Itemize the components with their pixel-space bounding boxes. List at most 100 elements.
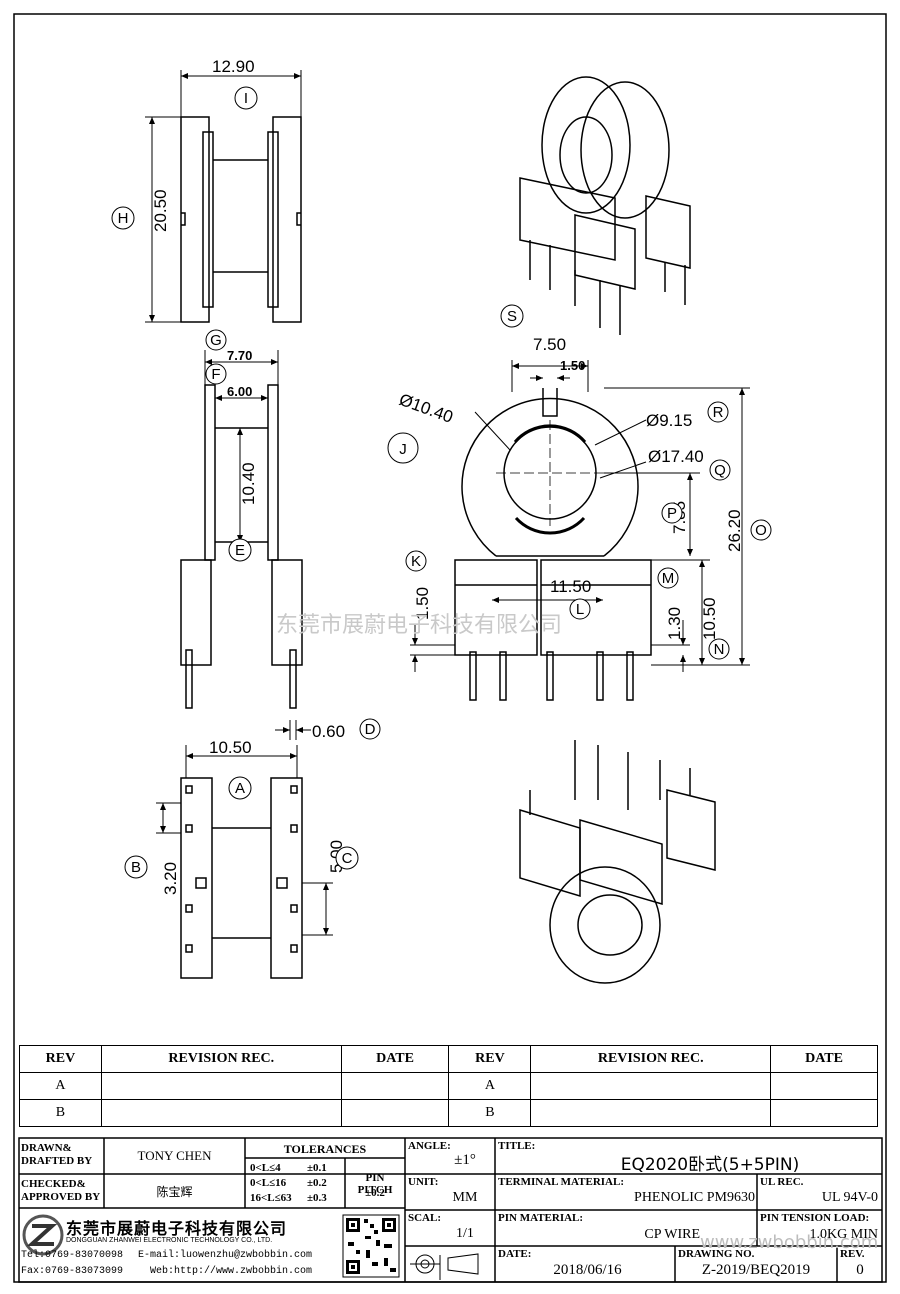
qr-code <box>342 1214 400 1278</box>
title-block-grid <box>18 1137 883 1283</box>
dim-side-d: 0.60 <box>312 722 345 741</box>
company-name-en: DONGGUAN ZHANWEI ELECTRONIC TECHNOLOGY C… <box>66 1237 273 1244</box>
callout-c: C <box>335 846 359 870</box>
drawn-label: DRAWN& DRAFTED BY <box>21 1142 93 1167</box>
dim-top-width: 12.90 <box>212 57 255 76</box>
bottom-view <box>156 745 333 979</box>
dim-side-f: 6.00 <box>227 384 252 399</box>
svg-text:B: B <box>131 859 141 876</box>
callout-f: F <box>205 363 227 385</box>
svg-text:Q: Q <box>714 462 726 479</box>
isometric-view-top <box>519 76 691 335</box>
svg-text:L: L <box>576 601 584 618</box>
dim-front-j: Ø10.40 <box>397 390 456 427</box>
dim-front-q: Ø17.40 <box>648 447 704 466</box>
pin-pitch-label: PIN PITCH <box>357 1172 393 1196</box>
date-label: DATE: <box>498 1248 532 1260</box>
tol-range-2: 0<L≤16 <box>250 1177 287 1189</box>
svg-text:J: J <box>399 441 407 458</box>
unit-value: MM <box>452 1190 478 1205</box>
tolerances-label: TOLERANCES <box>283 1142 367 1156</box>
svg-text:R: R <box>713 404 724 421</box>
dim-front-s: 7.50 <box>533 335 566 354</box>
revision-rec-header: REVISION REC. <box>100 1045 342 1073</box>
front-view <box>410 360 750 701</box>
rev-value: 0 <box>856 1262 864 1278</box>
callout-p: P <box>661 502 683 524</box>
rev-cell: B <box>448 1099 532 1127</box>
angle-value: ±1° <box>454 1152 476 1168</box>
callout-s: S <box>500 304 524 328</box>
dim-front-l: 11.50 <box>550 577 591 596</box>
callout-n: N <box>708 638 730 660</box>
tension-value: 1.0KG MIN <box>809 1227 878 1242</box>
tol-value-1: ±0.1 <box>307 1162 327 1174</box>
callout-a: A <box>228 776 252 800</box>
company-logo <box>22 1214 64 1256</box>
ul-label: UL REC. <box>760 1176 804 1188</box>
dim-side-e: 10.40 <box>239 462 258 505</box>
title-label: TITLE: <box>498 1140 536 1152</box>
callout-i: I <box>234 86 258 110</box>
svg-text:A: A <box>235 780 245 797</box>
drawing-no-value: Z-2019/BEQ2019 <box>701 1262 811 1278</box>
dim-front-k: 1.50 <box>413 587 432 620</box>
checked-label: CHECKED& APPROVED BY <box>21 1178 101 1203</box>
date-header: DATE <box>340 1045 450 1073</box>
callout-k: K <box>405 550 427 572</box>
date-cell <box>770 1072 878 1100</box>
scale-value: 1/1 <box>456 1226 474 1241</box>
dim-bottom-a: 10.50 <box>209 738 252 757</box>
callout-b: B <box>124 855 148 879</box>
revision-cell <box>100 1099 342 1127</box>
dim-top-height: 20.50 <box>151 189 170 232</box>
svg-text:S: S <box>507 308 517 325</box>
rev-header: REV <box>448 1045 532 1073</box>
callout-h: H <box>111 206 135 230</box>
date-cell <box>340 1099 450 1127</box>
callout-o: O <box>750 519 772 541</box>
company-fax: Fax:0769-83073099 <box>21 1266 124 1277</box>
callout-q: Q <box>709 459 731 481</box>
table-row: A A <box>19 1072 878 1100</box>
checked-value: 陈宝辉 <box>156 1185 193 1199</box>
svg-text:P: P <box>667 505 677 522</box>
company-tel: Tel:0769-83070098 <box>21 1250 124 1261</box>
svg-text:N: N <box>714 641 725 658</box>
dim-front-o: 26.20 <box>725 509 744 552</box>
rev-label: REV. <box>840 1248 865 1260</box>
tol-value-2: ±0.2 <box>307 1177 327 1189</box>
table-row: B B <box>19 1099 878 1127</box>
tol-range-1: 0<L≤4 <box>250 1162 281 1174</box>
dim-front-slot: 1.50 <box>560 358 585 373</box>
revision-cell <box>530 1099 772 1127</box>
rev-cell: A <box>448 1072 532 1100</box>
svg-text:M: M <box>662 570 675 587</box>
svg-text:K: K <box>411 553 421 570</box>
dim-front-r: Ø9.15 <box>646 411 692 430</box>
title-value: EQ2020卧式(5+5PIN) <box>620 1155 800 1175</box>
tol-range-3: 16<L≤63 <box>250 1192 292 1204</box>
callout-m: M <box>657 567 679 589</box>
date-value: 2018/06/16 <box>553 1262 622 1278</box>
pin-material-value: CP WIRE <box>644 1227 700 1242</box>
svg-text:E: E <box>235 542 245 559</box>
drawing-no-label: DRAWING NO. <box>678 1248 755 1260</box>
pin-pitch-value: ±0.2 <box>365 1187 385 1199</box>
unit-label: UNIT: <box>408 1176 439 1188</box>
svg-text:F: F <box>211 366 220 383</box>
callout-d: D <box>359 718 381 740</box>
side-view <box>180 350 311 740</box>
rev-cell: A <box>19 1072 102 1100</box>
revision-table: REV REVISION REC. DATE REV REVISION REC.… <box>19 1045 878 1127</box>
svg-text:H: H <box>118 210 129 227</box>
rev-cell: B <box>19 1099 102 1127</box>
dim-front-n: 10.50 <box>700 597 719 640</box>
svg-text:C: C <box>342 850 353 867</box>
svg-text:D: D <box>365 721 376 738</box>
company-web: Web:http://www.zwbobbin.com <box>150 1266 313 1277</box>
company-email: E-mail:luowenzhu@zwbobbin.com <box>138 1250 313 1261</box>
callout-g: G <box>205 329 227 351</box>
revision-cell <box>100 1072 342 1100</box>
